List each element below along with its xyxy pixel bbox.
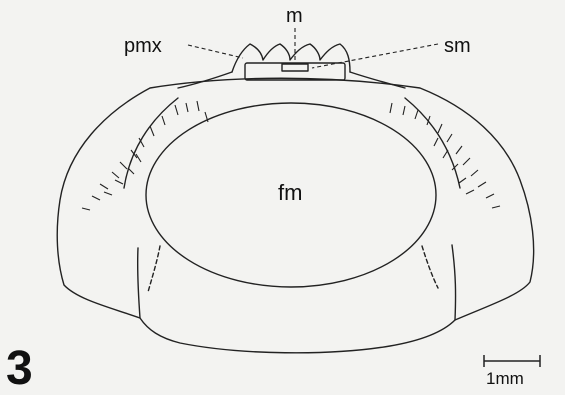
pmx-leader-line [187,44,244,59]
label-fm: fm [278,180,302,205]
label-sm: sm [444,35,471,57]
scale-bar-label: 1mm [486,369,524,388]
skull-outline [56,77,535,354]
right-inner-curve [404,97,461,189]
suture-right [421,245,439,289]
snout-base-left [177,71,233,89]
label-m: m [286,5,303,27]
septomaxilla-plate [281,63,309,72]
hair-marks-left [81,100,209,211]
foramen-magnum-outline [145,102,437,288]
snout-base-right [349,71,406,89]
figure-number: 3 [6,342,33,395]
suture-left [147,245,161,293]
lower-segment-line-right [451,244,457,321]
lower-segment-line [136,247,141,319]
sm-leader-line [311,43,439,69]
scale-bar [483,355,541,367]
hair-marks-right [389,102,501,209]
left-inner-curve [123,97,179,189]
snout-outline [231,43,351,73]
label-pmx: pmx [124,35,162,57]
